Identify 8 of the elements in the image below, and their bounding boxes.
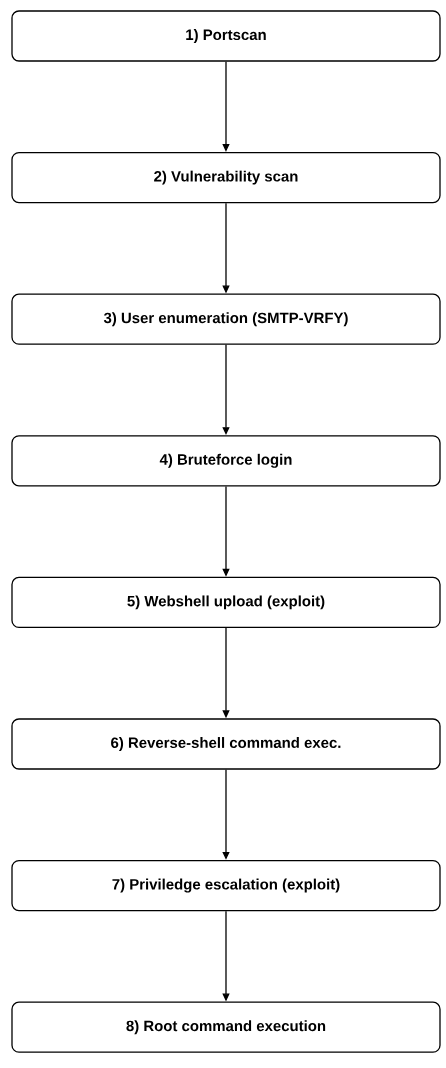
process-box: 3) User enumeration (SMTP-VRFY): [11, 293, 441, 345]
process-box: 4) Bruteforce login: [11, 435, 441, 487]
process-box: 2) Vulnerability scan: [11, 151, 441, 204]
process-box: 7) Priviledge escalation (exploit): [11, 859, 441, 912]
process-box: 6) Reverse-shell command exec.: [11, 718, 441, 770]
process-box: 8) Root command execution: [11, 1001, 441, 1053]
process-box: 5) Webshell upload (exploit): [11, 576, 441, 629]
process-box: 1) Portscan: [11, 10, 441, 62]
